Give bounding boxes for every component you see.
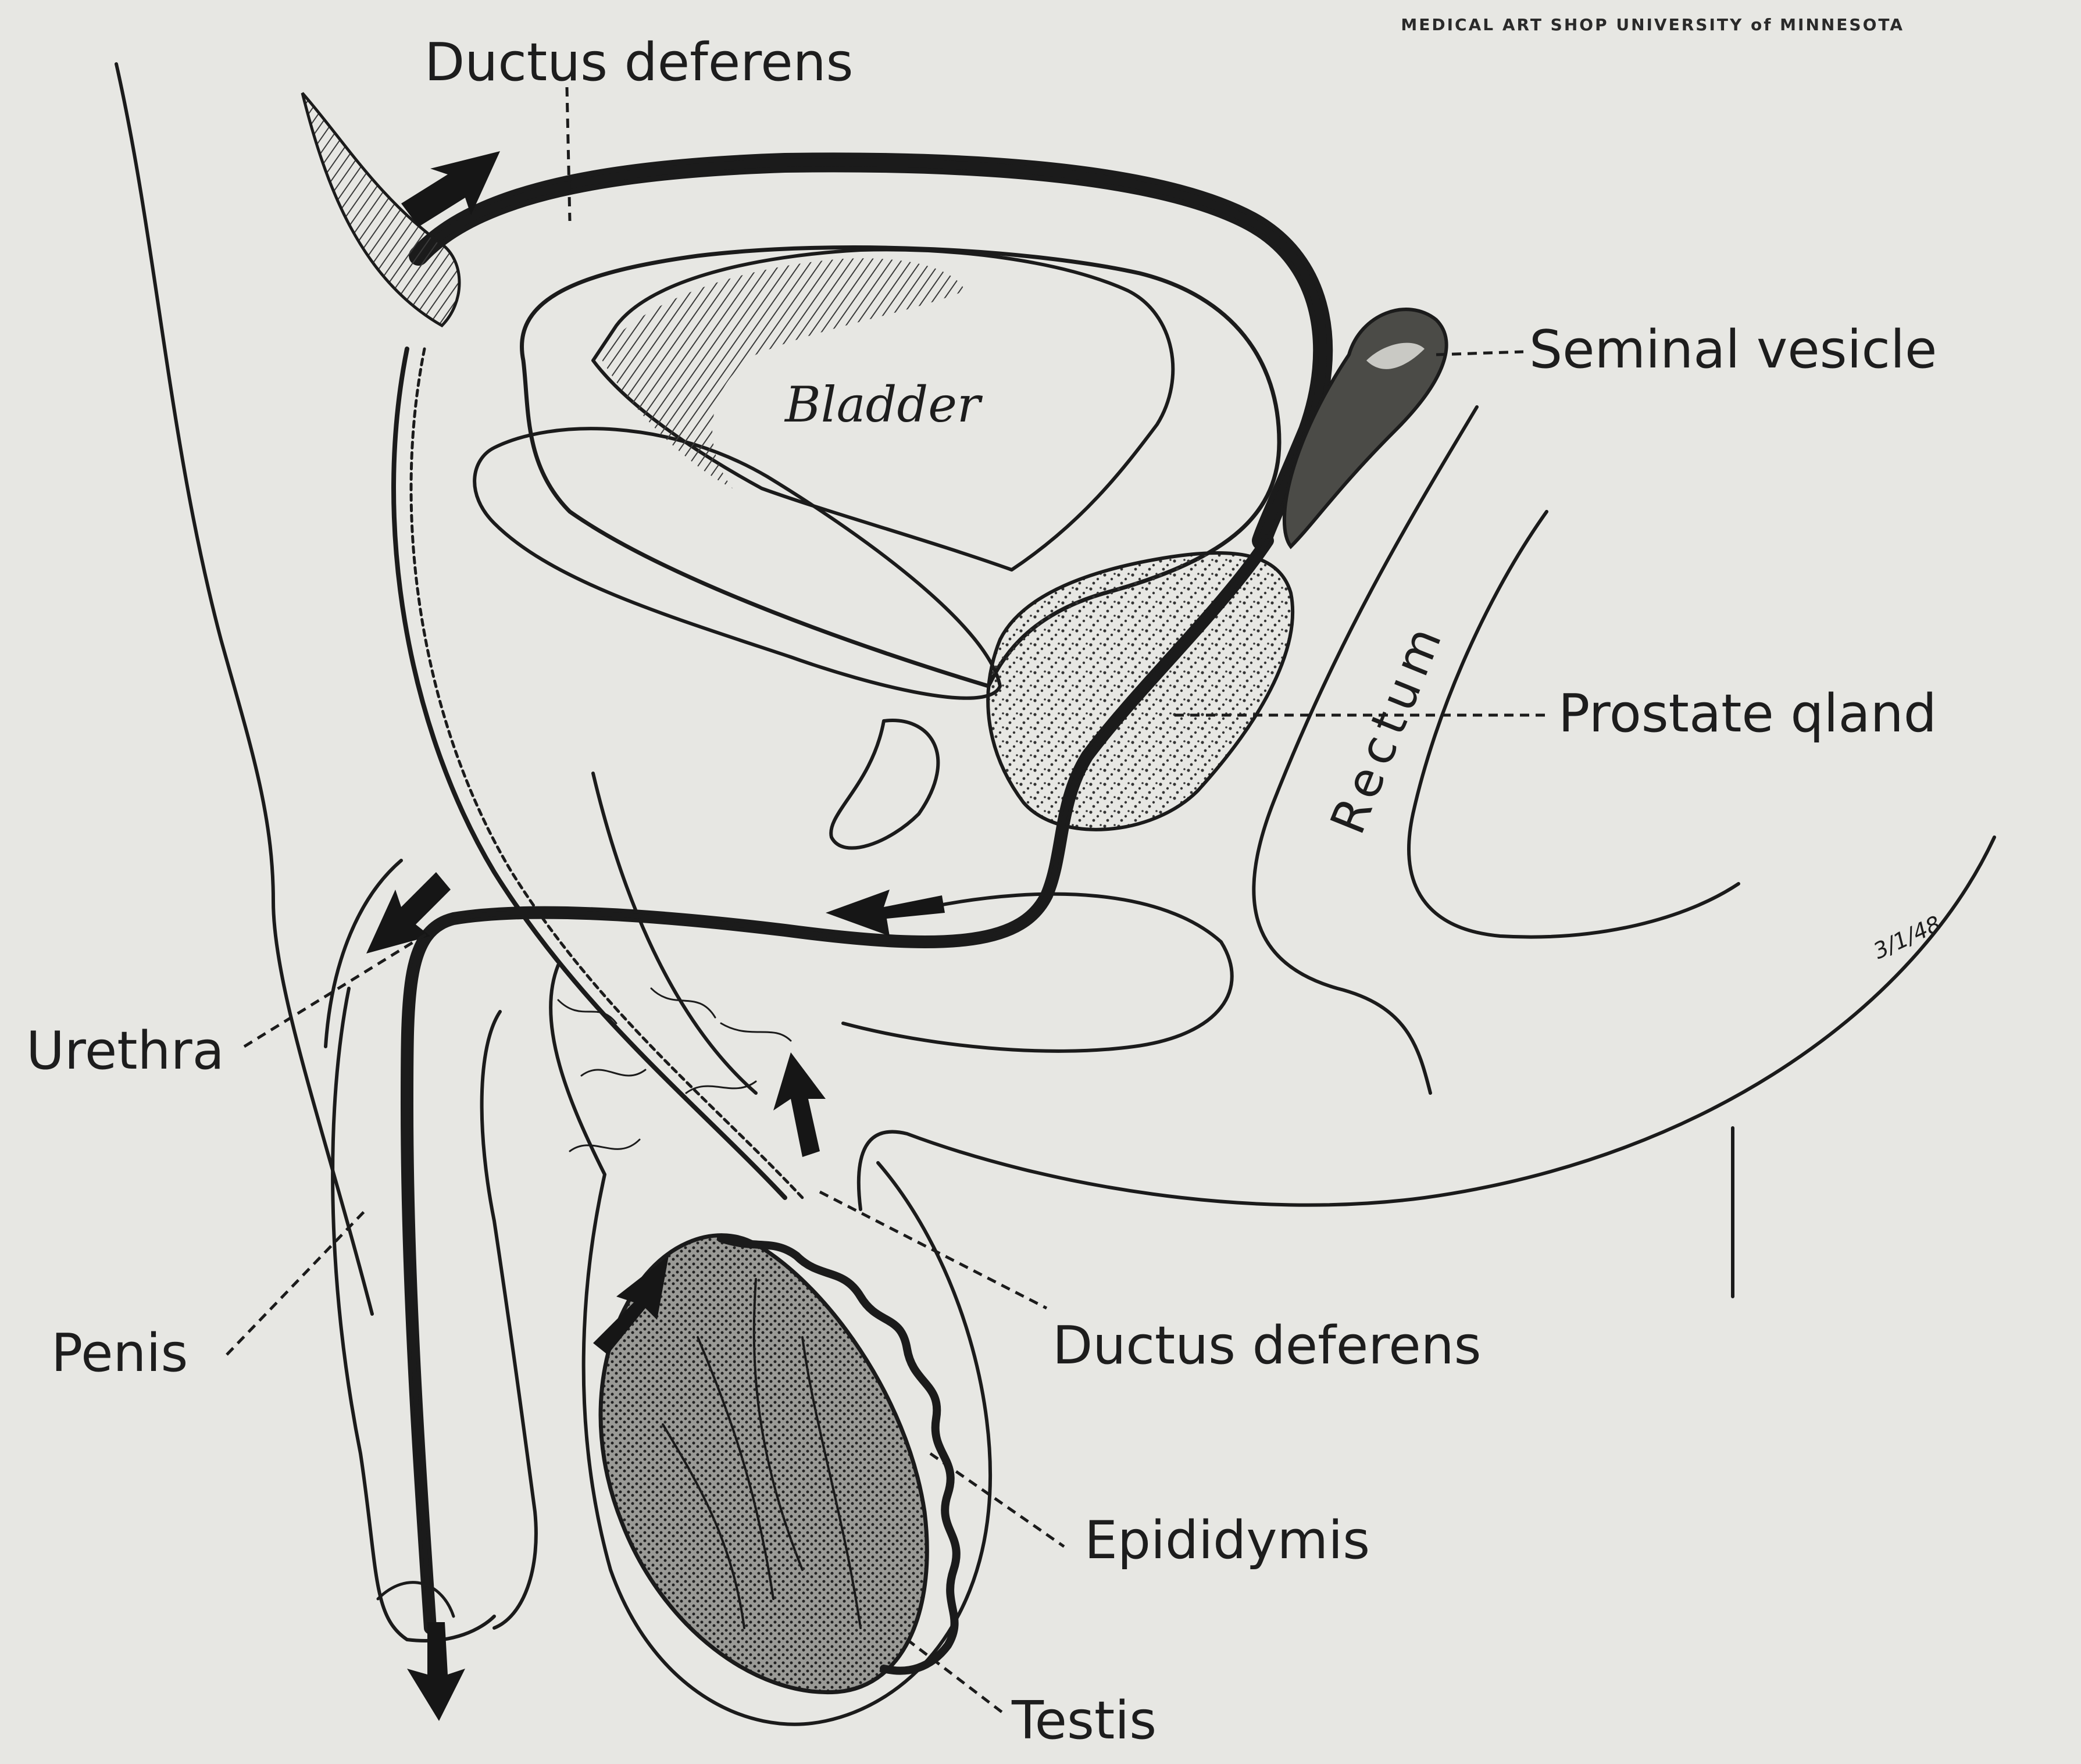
testis-label: Testis <box>1011 1690 1156 1751</box>
arrow-ductus-rising <box>773 1052 826 1157</box>
rectum <box>1254 407 1739 1093</box>
artist-signature: 3/1/48 <box>1869 911 1944 965</box>
credit-text: MEDICAL ART SHOP UNIVERSITY of MINNESOTA <box>1401 15 1904 34</box>
seminal-vesicle-label: Seminal vesicle <box>1529 319 1937 380</box>
seminal-vesicle <box>1284 309 1447 547</box>
penis-label: Penis <box>51 1323 188 1384</box>
arrow-urethra-left <box>826 890 945 936</box>
ductus-deferens-bottom-label: Ductus deferens <box>1052 1315 1482 1376</box>
pubic-bone <box>474 428 1000 698</box>
prostate-gland-label: Prostate qland <box>1558 683 1937 744</box>
bladder-label: Bladder <box>784 376 983 433</box>
ductus-deferens-top-label: Ductus deferens <box>424 32 854 93</box>
pubic-symphysis <box>831 720 938 848</box>
epididymis-label: Epididymis <box>1084 1510 1370 1571</box>
penis <box>333 988 536 1641</box>
urethra-label: Urethra <box>26 1020 224 1081</box>
